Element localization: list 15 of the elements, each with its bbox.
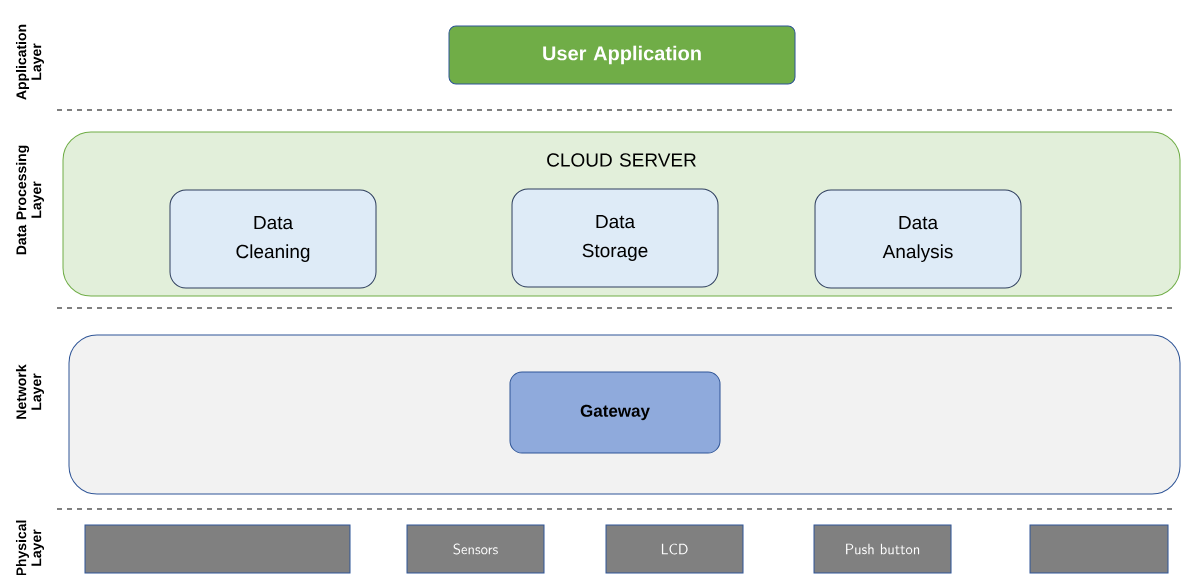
device-box <box>1029 524 1169 574</box>
network-panel <box>68 334 1181 495</box>
layer-label: Physical Layer <box>15 520 44 575</box>
process-box: Data Analysis <box>814 189 1022 289</box>
layer-label: Application Layer <box>15 24 44 100</box>
device-box: LCD <box>605 524 744 574</box>
gateway-box: Gateway <box>509 371 721 454</box>
device-box <box>84 524 351 574</box>
process-box: Data Storage <box>511 188 719 288</box>
device-box: Sensors <box>406 524 545 574</box>
layer-label: Network Layer <box>15 364 44 419</box>
process-box: User Application <box>448 25 796 85</box>
process-box: Data Cleaning <box>169 189 377 289</box>
layer-label: Data Processing Layer <box>15 145 44 255</box>
device-box: Push button <box>813 524 952 574</box>
